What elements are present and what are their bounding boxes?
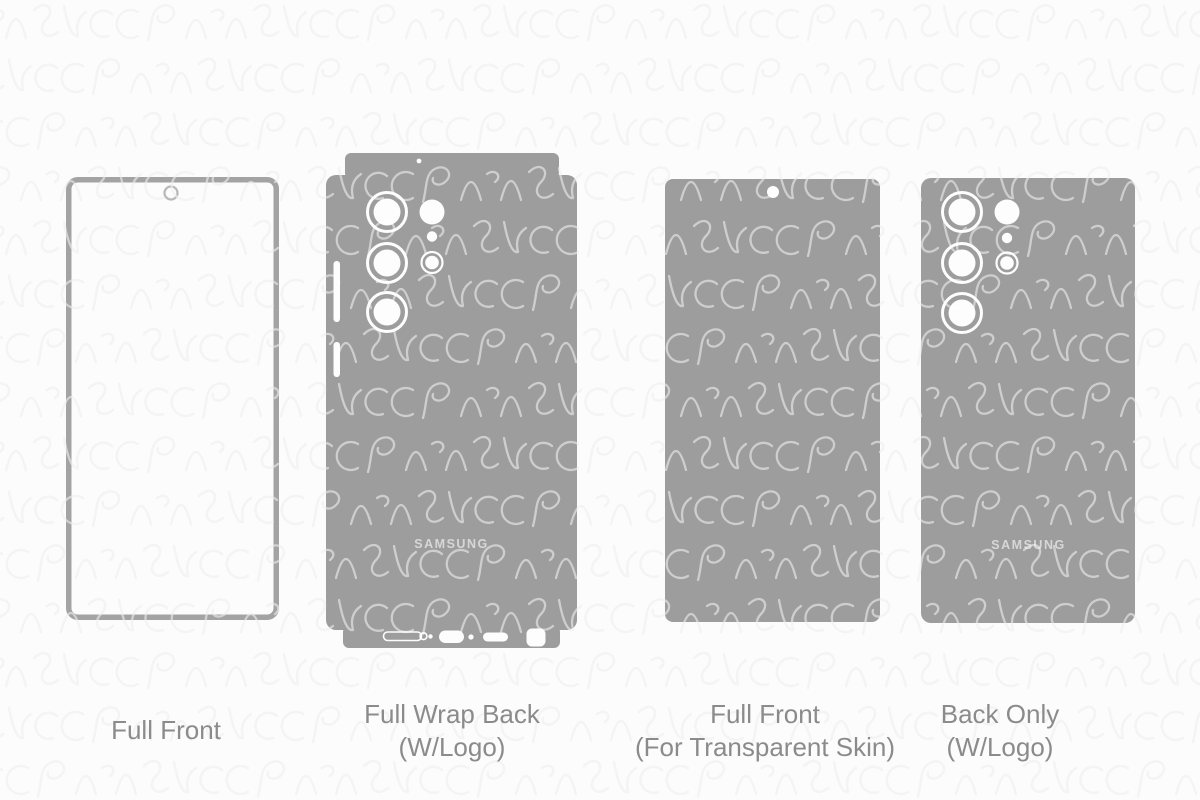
speaker-grille-cutout bbox=[483, 632, 508, 642]
back-body bbox=[326, 175, 577, 630]
flash-cutout bbox=[994, 199, 1020, 225]
caption-line: (For Transparent Skin) bbox=[634, 732, 896, 762]
back-only-template: SAMSUNG bbox=[921, 178, 1135, 623]
caption-line: Full Wrap Back bbox=[364, 699, 540, 729]
sensor-dot-cutout bbox=[1001, 232, 1013, 244]
usb-c-port-cutout bbox=[439, 630, 464, 643]
top-mic-hole-cutout bbox=[416, 158, 422, 164]
laser-af-hole bbox=[1000, 256, 1014, 270]
sensor-dot-cutout bbox=[426, 231, 438, 242]
laser-af-hole bbox=[425, 255, 439, 270]
caption-full-front: Full Front bbox=[111, 714, 221, 747]
caption-back-only: Back Only (W/Logo) bbox=[941, 698, 1060, 764]
caption-full-wrap-back: Full Wrap Back (W/Logo) bbox=[364, 698, 540, 764]
full-front-template bbox=[66, 177, 279, 620]
punch-hole-camera-cutout bbox=[767, 186, 779, 198]
mic-hole-cutout bbox=[468, 634, 474, 640]
power-button-cutout bbox=[333, 342, 340, 377]
samsung-logo: SAMSUNG bbox=[991, 538, 1065, 552]
punch-hole-camera-cutout bbox=[163, 185, 179, 201]
samsung-logo: SAMSUNG bbox=[414, 537, 488, 551]
volume-button-cutout bbox=[333, 261, 340, 322]
camera-lens-hole bbox=[948, 249, 976, 277]
front-skin-body bbox=[665, 179, 880, 622]
camera-lens-hole bbox=[373, 198, 401, 226]
caption-line: Full Front bbox=[710, 699, 820, 729]
caption-line: (W/Logo) bbox=[398, 732, 506, 762]
front-skin-outline bbox=[66, 177, 279, 620]
corner-square-cutout bbox=[526, 628, 546, 647]
camera-lens-hole bbox=[373, 249, 401, 277]
camera-lens-hole bbox=[948, 299, 976, 327]
caption-line: Full Front bbox=[111, 715, 221, 745]
full-wrap-back-template: SAMSUNG bbox=[326, 153, 577, 648]
caption-line: Back Only bbox=[940, 699, 1060, 729]
front-transparent-skin-template bbox=[665, 179, 880, 622]
flash-cutout bbox=[419, 199, 445, 225]
camera-lens-hole bbox=[948, 198, 976, 226]
antenna-dot-cutout bbox=[428, 634, 433, 639]
caption-front-transparent: Full Front (For Transparent Skin) bbox=[635, 698, 895, 764]
caption-line: (W/Logo) bbox=[946, 732, 1054, 762]
camera-lens-hole bbox=[373, 298, 401, 326]
